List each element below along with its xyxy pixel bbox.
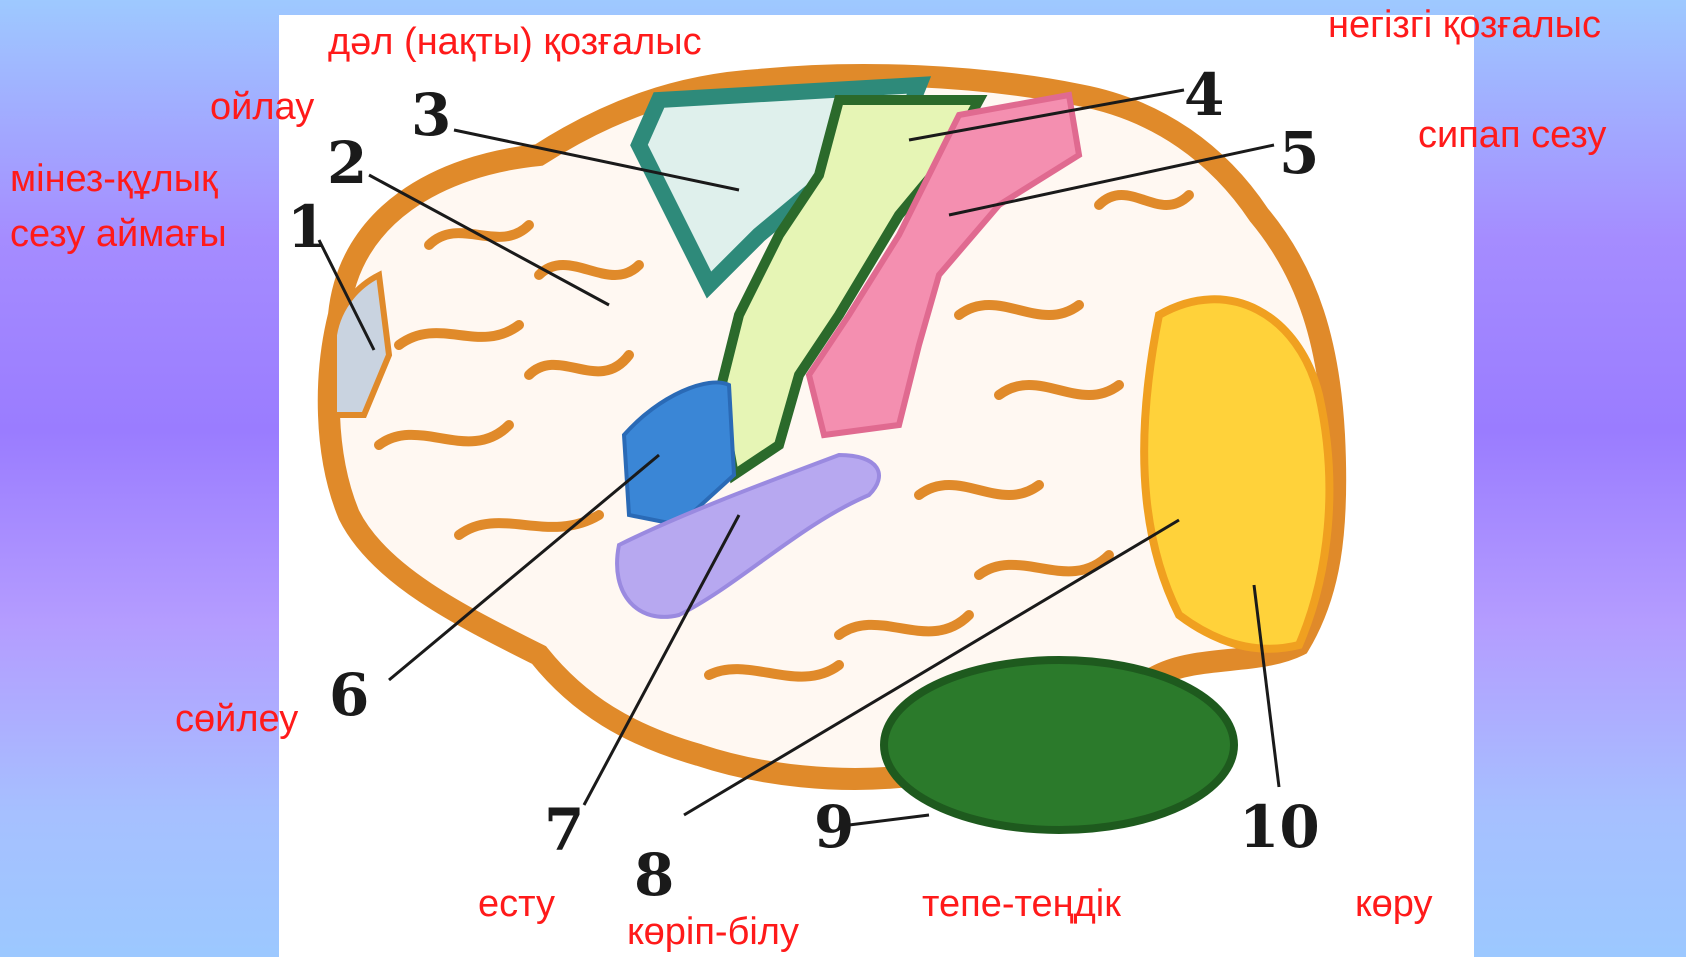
label-touch: сипап сезу <box>1418 113 1606 157</box>
number-2: 2 <box>327 129 367 197</box>
label-speech: сөйлеу <box>175 697 298 741</box>
number-4: 4 <box>1184 61 1224 129</box>
brain-diagram: 1 2 3 4 5 6 7 8 9 10 <box>279 15 1474 957</box>
zone-balance <box>884 660 1234 830</box>
number-5: 5 <box>1279 119 1319 187</box>
number-8: 8 <box>634 841 674 909</box>
number-7: 7 <box>544 796 584 864</box>
label-behaviour-line2: сезу аймағы <box>10 212 227 256</box>
number-9: 9 <box>814 793 854 861</box>
number-10: 10 <box>1239 793 1320 861</box>
label-vision: көру <box>1355 882 1432 926</box>
number-3: 3 <box>411 81 451 149</box>
number-6: 6 <box>329 661 369 729</box>
label-hearing: есту <box>478 882 555 926</box>
zone-vision <box>1144 299 1329 648</box>
label-precise-movement: дәл (нақты) қозғалыс <box>328 20 702 64</box>
label-main-movement: негізгі қозғалыс <box>1328 3 1601 47</box>
label-thinking: ойлау <box>210 85 314 129</box>
label-balance: тепе-теңдік <box>922 882 1121 926</box>
number-1: 1 <box>287 193 327 261</box>
label-behaviour-line1: мінез-құлық <box>10 157 218 201</box>
diagram-panel: 1 2 3 4 5 6 7 8 9 10 <box>279 15 1474 957</box>
label-recognition: көріп-білу <box>627 910 799 954</box>
